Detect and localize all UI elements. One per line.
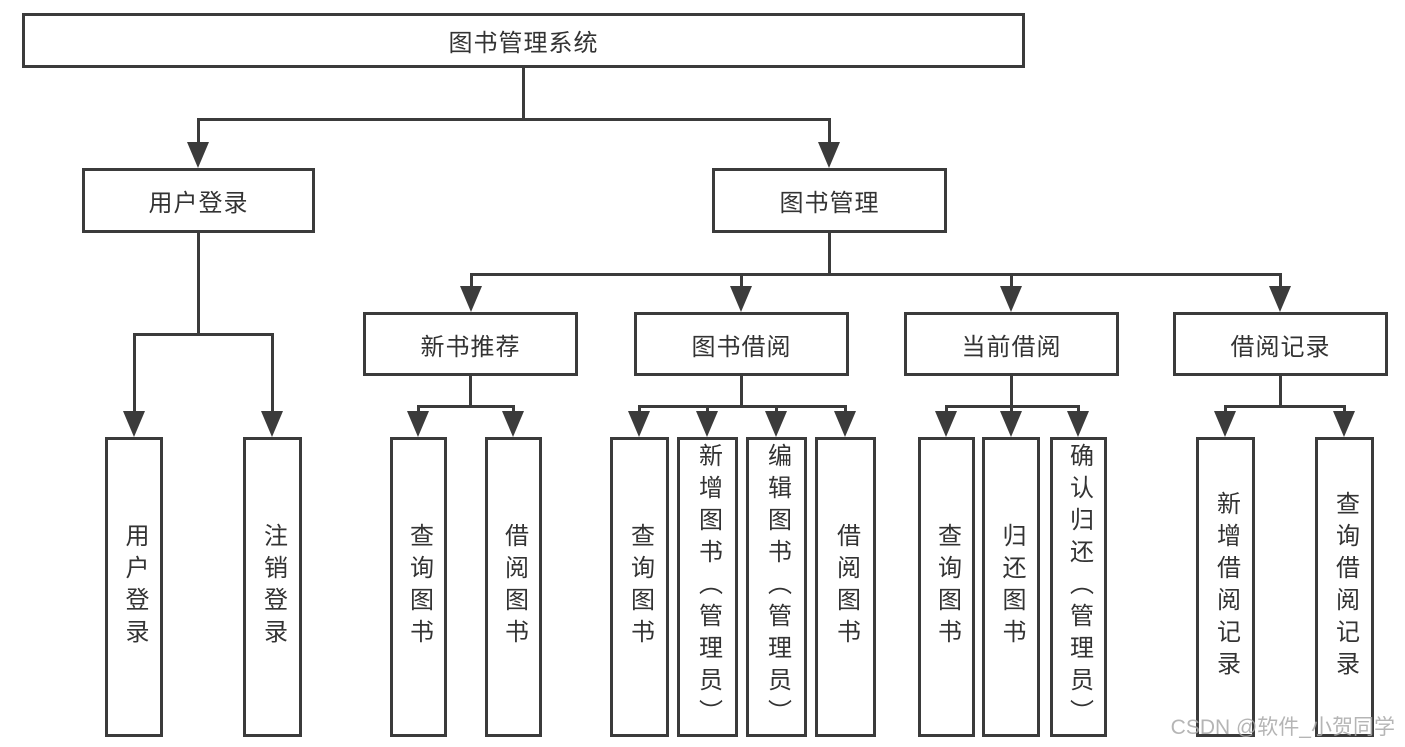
node-current-borrow-label: 当前借阅 (961, 333, 1062, 361)
connector-line (133, 333, 274, 336)
leaf-current-confirm-return-admin-label: 确认归还（管理员） (1065, 443, 1093, 731)
connector-line (945, 405, 948, 415)
leaf-logout: 注销登录 (243, 437, 302, 737)
connector-line (469, 376, 472, 407)
arrowhead-down-icon (1000, 286, 1022, 312)
connector-line (271, 333, 274, 413)
connector-line (512, 405, 515, 415)
connector-line (844, 405, 847, 415)
leaf-record-query-borrow-record: 查询借阅记录 (1315, 437, 1374, 737)
connector-line (1343, 405, 1346, 415)
arrowhead-down-icon (935, 411, 957, 437)
leaf-current-confirm-return-admin: 确认归还（管理员） (1050, 437, 1107, 737)
leaf-borrow-edit-books-admin: 编辑图书（管理员） (746, 437, 807, 737)
arrowhead-down-icon (765, 411, 787, 437)
leaf-record-query-borrow-record-label: 查询借阅记录 (1331, 491, 1359, 683)
leaf-current-return-books-label: 归还图书 (998, 523, 1025, 651)
node-new-book-recommend-label: 新书推荐 (420, 333, 521, 361)
arrowhead-down-icon (1214, 411, 1236, 437)
connector-line (638, 405, 847, 408)
arrowhead-down-icon (407, 411, 429, 437)
node-user-login: 用户登录 (82, 168, 315, 233)
leaf-record-add-borrow-record-label: 新增借阅记录 (1212, 491, 1240, 683)
leaf-newbook-borrow-books-label: 借阅图书 (500, 523, 528, 651)
connector-line (522, 68, 525, 118)
leaf-newbook-borrow-books: 借阅图书 (485, 437, 542, 737)
arrowhead-down-icon (834, 411, 856, 437)
connector-line (417, 405, 420, 415)
node-book-management-label: 图书管理 (779, 190, 880, 217)
leaf-borrow-query-books-label: 查询图书 (626, 523, 654, 651)
leaf-user-login: 用户登录 (105, 437, 163, 737)
connector-line (1279, 376, 1282, 407)
connector-line (1010, 376, 1013, 407)
node-book-borrow-label: 图书借阅 (691, 333, 792, 361)
leaf-borrow-borrow-books: 借阅图书 (815, 437, 876, 737)
connector-line (1279, 273, 1282, 288)
connector-line (828, 233, 831, 275)
arrowhead-down-icon (730, 286, 752, 312)
connector-line (740, 273, 743, 288)
connector-line (1010, 405, 1013, 415)
connector-line (1077, 405, 1080, 415)
leaf-borrow-borrow-books-label: 借阅图书 (832, 523, 860, 651)
connector-line (197, 233, 200, 335)
leaf-borrow-query-books: 查询图书 (610, 437, 669, 737)
arrowhead-down-icon (1333, 411, 1355, 437)
leaf-current-query-books-label: 查询图书 (933, 523, 961, 651)
connector-line (197, 118, 200, 144)
connector-line (1224, 405, 1346, 408)
leaf-borrow-add-books-admin: 新增图书（管理员） (677, 437, 738, 737)
leaf-record-add-borrow-record: 新增借阅记录 (1196, 437, 1255, 737)
connector-line (470, 273, 1282, 276)
arrowhead-down-icon (1067, 411, 1089, 437)
connector-line (197, 118, 831, 121)
leaf-user-login-label: 用户登录 (121, 523, 148, 651)
connector-line (638, 405, 641, 415)
connector-line (706, 405, 709, 415)
connector-line (133, 333, 136, 413)
node-root: 图书管理系统 (22, 13, 1025, 68)
connector-line (417, 405, 515, 408)
node-current-borrow: 当前借阅 (904, 312, 1119, 376)
leaf-logout-label: 注销登录 (259, 523, 287, 651)
arrowhead-down-icon (460, 286, 482, 312)
arrowhead-down-icon (261, 411, 283, 437)
node-borrow-record: 借阅记录 (1173, 312, 1388, 376)
arrowhead-down-icon (187, 142, 209, 168)
connector-line (828, 118, 831, 144)
leaf-current-query-books: 查询图书 (918, 437, 975, 737)
leaf-newbook-query-books: 查询图书 (390, 437, 447, 737)
arrowhead-down-icon (1000, 411, 1022, 437)
node-book-borrow: 图书借阅 (634, 312, 849, 376)
node-new-book-recommend: 新书推荐 (363, 312, 578, 376)
arrowhead-down-icon (696, 411, 718, 437)
node-user-login-label: 用户登录 (148, 190, 249, 217)
watermark: CSDN @软件_小贺同学 (1170, 716, 1395, 739)
connector-line (775, 405, 778, 415)
connector-line (1224, 405, 1227, 415)
arrowhead-down-icon (502, 411, 524, 437)
node-borrow-record-label: 借阅记录 (1230, 333, 1331, 361)
arrowhead-down-icon (123, 411, 145, 437)
connector-line (740, 376, 743, 407)
node-root-label: 图书管理系统 (448, 30, 599, 57)
connector-line (470, 273, 473, 288)
leaf-borrow-edit-books-admin-label: 编辑图书（管理员） (763, 443, 791, 731)
arrowhead-down-icon (628, 411, 650, 437)
arrowhead-down-icon (1269, 286, 1291, 312)
node-book-management: 图书管理 (712, 168, 947, 233)
connector-line (1010, 273, 1013, 288)
arrowhead-down-icon (818, 142, 840, 168)
leaf-borrow-add-books-admin-label: 新增图书（管理员） (694, 443, 722, 731)
leaf-newbook-query-books-label: 查询图书 (405, 523, 433, 651)
leaf-current-return-books: 归还图书 (982, 437, 1040, 737)
